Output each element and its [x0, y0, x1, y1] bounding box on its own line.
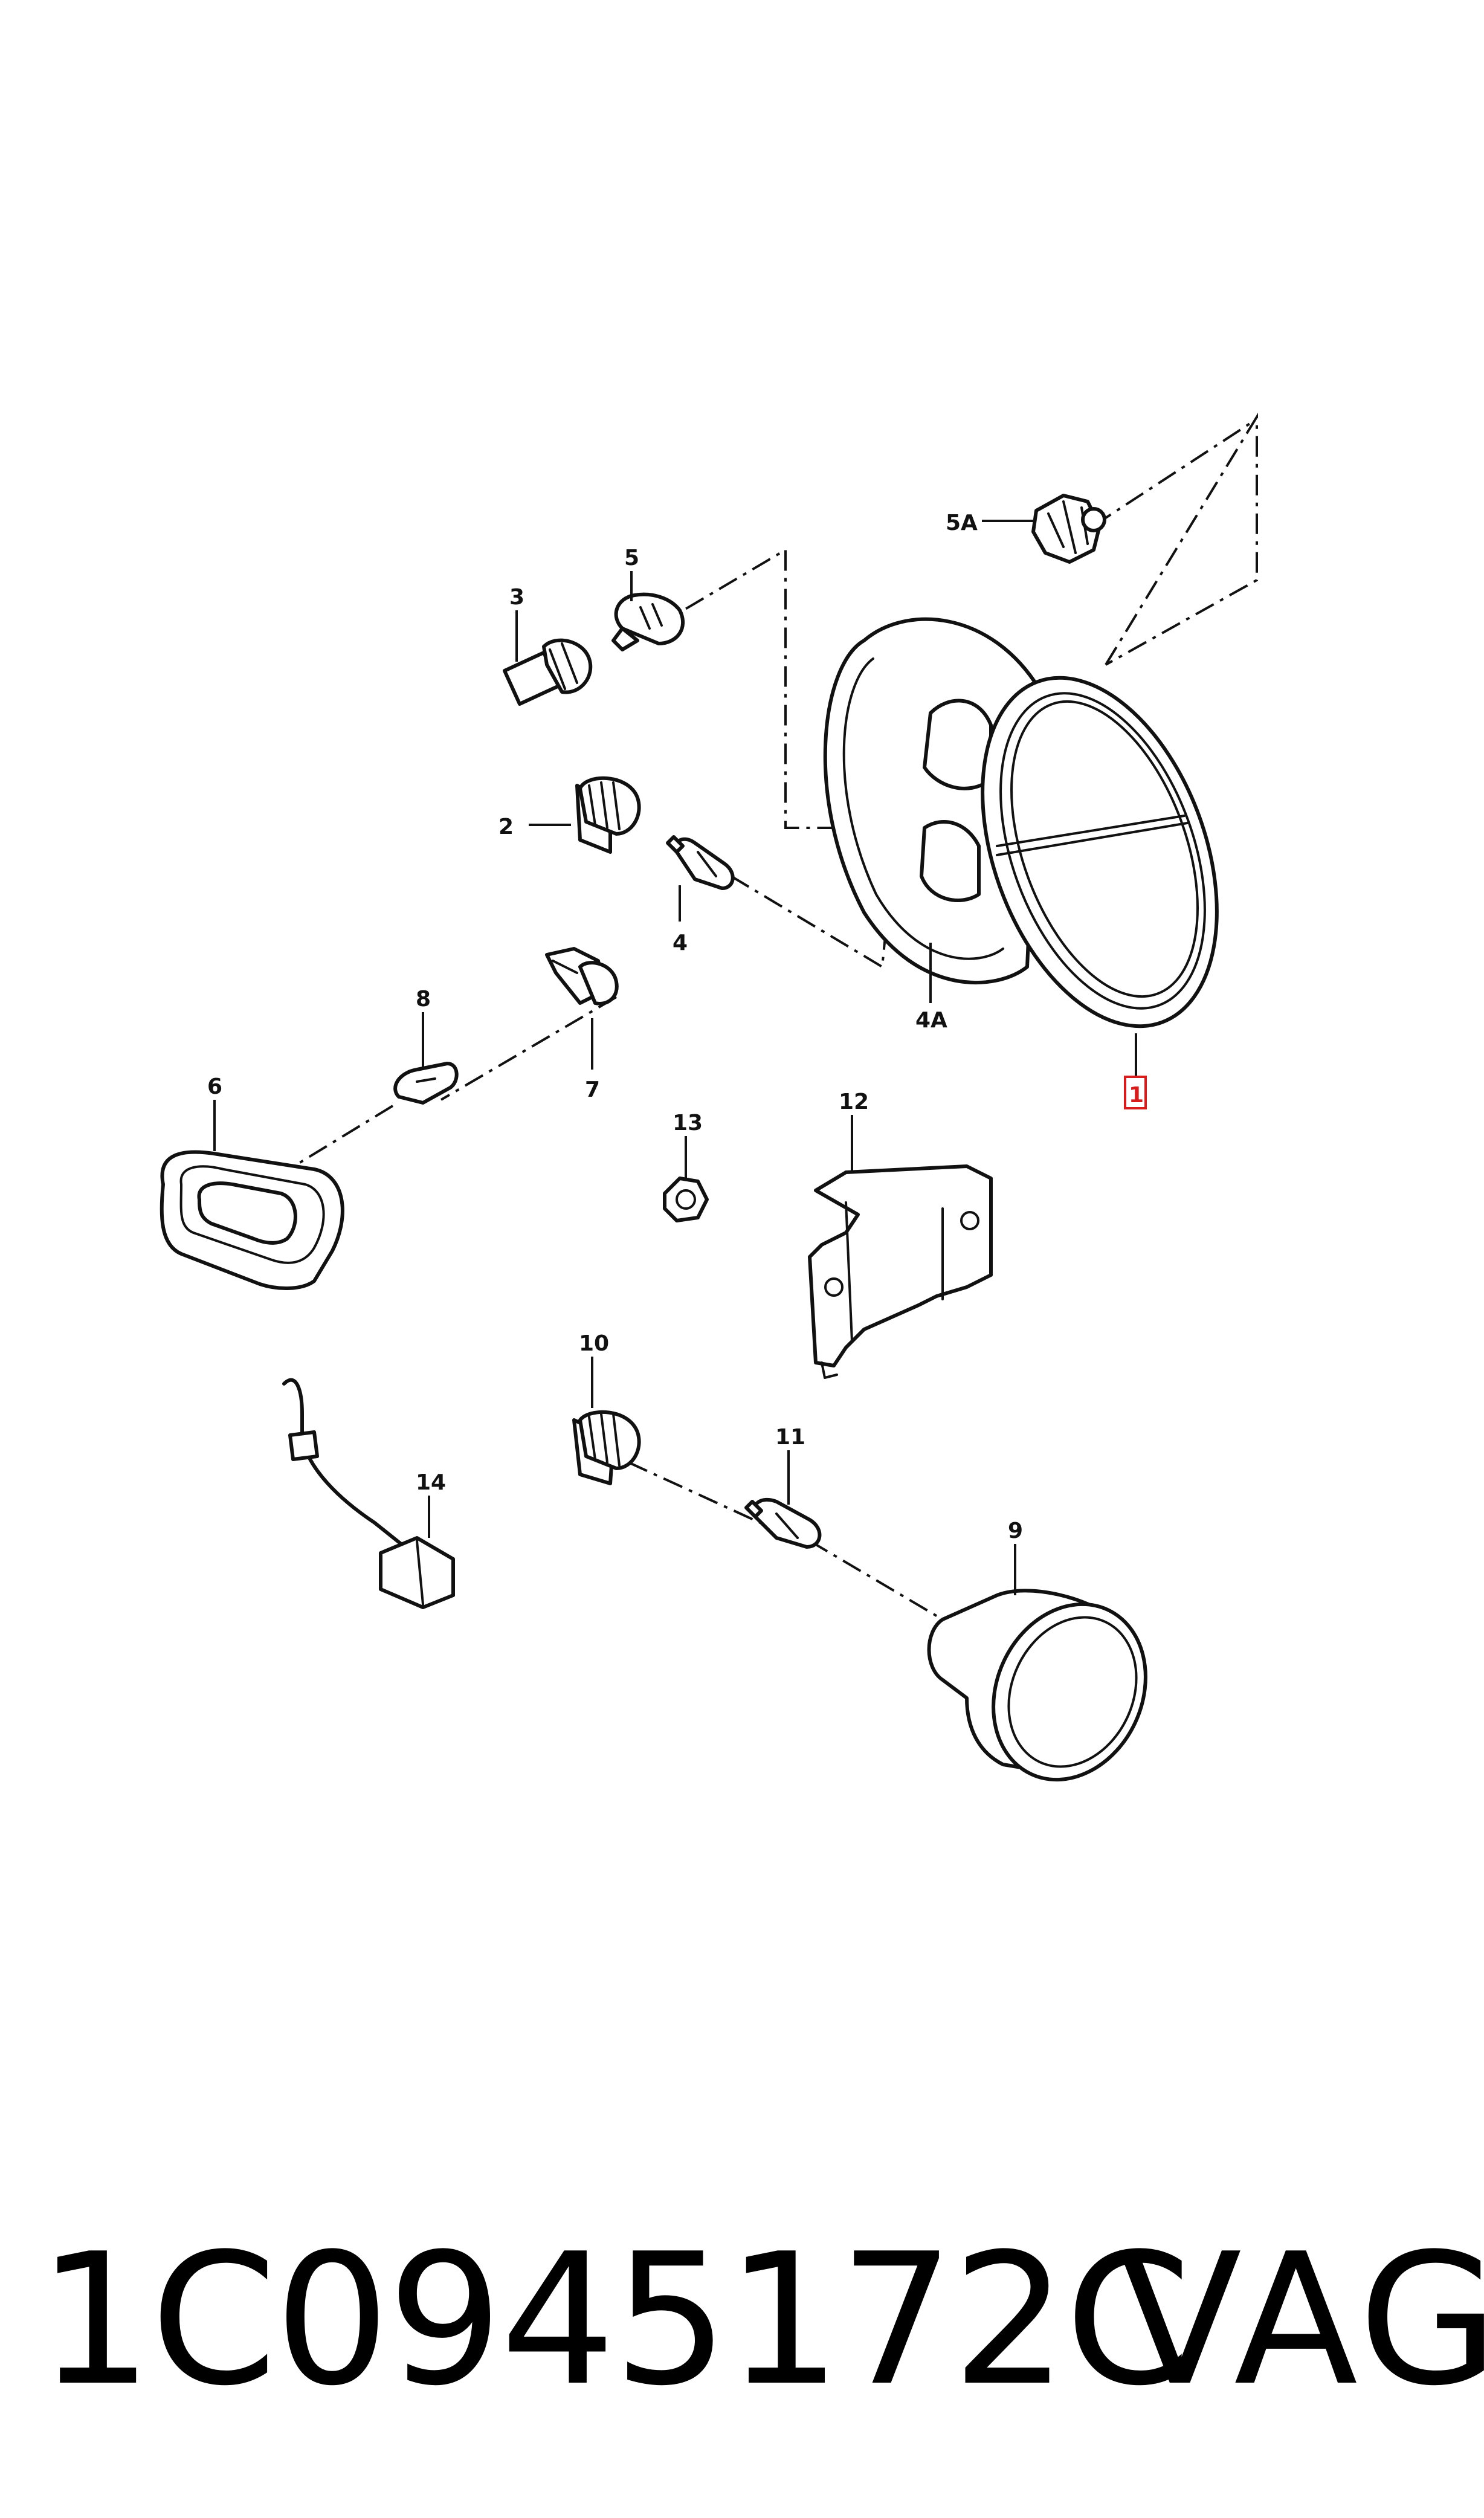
brand-name: VAG	[1118, 2215, 1484, 2426]
callout-1-highlight-box	[1124, 1076, 1147, 1109]
callout-6[interactable]: 6	[207, 1074, 222, 1099]
callout-2[interactable]: 2	[498, 815, 514, 839]
callout-4[interactable]: 4	[673, 931, 688, 955]
part-3-socket[interactable]	[503, 638, 593, 706]
part-4-bulb[interactable]	[666, 835, 735, 890]
callout-13[interactable]: 13	[673, 1111, 703, 1135]
part-10-socket[interactable]	[572, 1410, 641, 1485]
callout-5a[interactable]: 5A	[946, 511, 978, 535]
callout-1[interactable]: 1	[1129, 1083, 1144, 1108]
callout-5[interactable]: 5	[624, 546, 639, 570]
exploded-parts-diagram: 1 2 3 4 4A 5 5A 6 7 8 9 10 11 12 13 14	[160, 412, 1261, 1804]
part-6-side-marker[interactable]	[160, 1150, 344, 1290]
part-8-bulb[interactable]	[393, 1062, 459, 1105]
callout-7[interactable]: 7	[585, 1077, 600, 1102]
callout-4a[interactable]: 4A	[915, 1008, 947, 1033]
part-13-nut[interactable]	[663, 1177, 709, 1222]
callout-8[interactable]: 8	[416, 987, 431, 1012]
part-14-harness[interactable]	[282, 1378, 455, 1609]
part-number: 1C0945172C	[37, 2215, 1192, 2426]
part-7-socket[interactable]	[545, 947, 619, 1006]
callout-3[interactable]: 3	[509, 585, 524, 610]
callout-labels: 1 2 3 4 4A 5 5A 6 7 8 9 10 11 12 13 14	[207, 511, 1147, 1543]
part-9-foglamp[interactable]	[927, 1579, 1174, 1804]
part-12-bracket[interactable]	[808, 1164, 993, 1379]
callout-leaders	[213, 520, 1137, 1595]
part-2-holder[interactable]	[575, 776, 641, 854]
callout-9[interactable]: 9	[1008, 1519, 1023, 1543]
callout-11[interactable]: 11	[775, 1425, 805, 1450]
part-1-headlamp[interactable]	[823, 617, 1261, 1059]
part-5a-adjuster[interactable]	[1031, 494, 1106, 564]
part-11-bulb[interactable]	[744, 1497, 822, 1549]
callout-10[interactable]: 10	[579, 1331, 609, 1356]
callout-14[interactable]: 14	[416, 1470, 446, 1495]
callout-12[interactable]: 12	[839, 1090, 869, 1114]
assembly-lines	[283, 412, 1258, 1621]
footer: 1C0945172C VAG	[0, 2206, 1484, 2435]
part-5-bulb[interactable]	[611, 592, 685, 651]
